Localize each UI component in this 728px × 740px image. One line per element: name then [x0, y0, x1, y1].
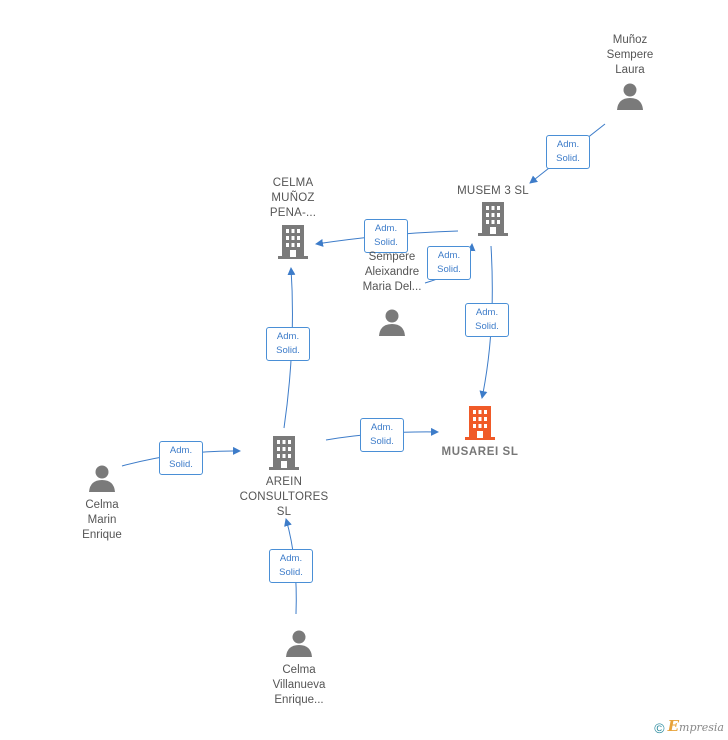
- node-celma-marin-enrique[interactable]: Celma Marin Enrique: [60, 463, 144, 543]
- node-musarei[interactable]: MUSAREI SL: [430, 404, 530, 460]
- node-celma-villanueva-enrique[interactable]: Celma Villanueva Enrique...: [254, 628, 344, 708]
- node-arein-consultores[interactable]: AREIN CONSULTORES SL: [232, 434, 336, 520]
- relation-label[interactable]: Adm.Solid.: [364, 219, 408, 253]
- relation-label[interactable]: Adm.Solid.: [159, 441, 203, 475]
- node-munoz-sempere-laura[interactable]: Muñoz Sempere Laura: [588, 33, 672, 116]
- node-label: Sempere Aleixandre Maria Del...: [362, 251, 422, 293]
- brand-footer: © Empresia: [654, 717, 724, 736]
- node-label: Muñoz Sempere Laura: [606, 34, 654, 76]
- person-icon: [617, 83, 643, 110]
- node-label: Celma Marin Enrique: [82, 499, 122, 541]
- node-musem3[interactable]: MUSEM 3 SL: [447, 184, 539, 241]
- person-icon: [286, 630, 312, 657]
- relation-label[interactable]: Adm.Solid.: [266, 327, 310, 361]
- building-icon: [278, 225, 308, 259]
- node-sempere-aleixandre[interactable]: Sempere Aleixandre Maria Del...: [350, 250, 434, 342]
- relation-label[interactable]: Adm.Solid.: [465, 303, 509, 337]
- node-label: Celma Villanueva Enrique...: [272, 664, 326, 706]
- node-label: AREIN CONSULTORES SL: [239, 476, 329, 518]
- relation-label[interactable]: Adm.Solid.: [269, 549, 313, 583]
- building-icon: [269, 436, 299, 470]
- building-icon: [478, 202, 508, 236]
- node-celma-munoz-pena[interactable]: CELMA MUÑOZ PENA-...: [251, 176, 335, 264]
- building-icon: [465, 406, 495, 440]
- relation-label[interactable]: Adm.Solid.: [546, 135, 590, 169]
- relation-label[interactable]: Adm.Solid.: [427, 246, 471, 280]
- person-icon: [379, 309, 405, 336]
- relation-label[interactable]: Adm.Solid.: [360, 418, 404, 452]
- node-label: MUSEM 3 SL: [457, 185, 529, 197]
- node-label: MUSAREI SL: [441, 446, 519, 458]
- node-label: CELMA MUÑOZ PENA-...: [269, 177, 317, 219]
- copyright-icon: ©: [654, 720, 665, 736]
- person-icon: [89, 465, 115, 492]
- brand-logo: Empresia: [667, 716, 724, 735]
